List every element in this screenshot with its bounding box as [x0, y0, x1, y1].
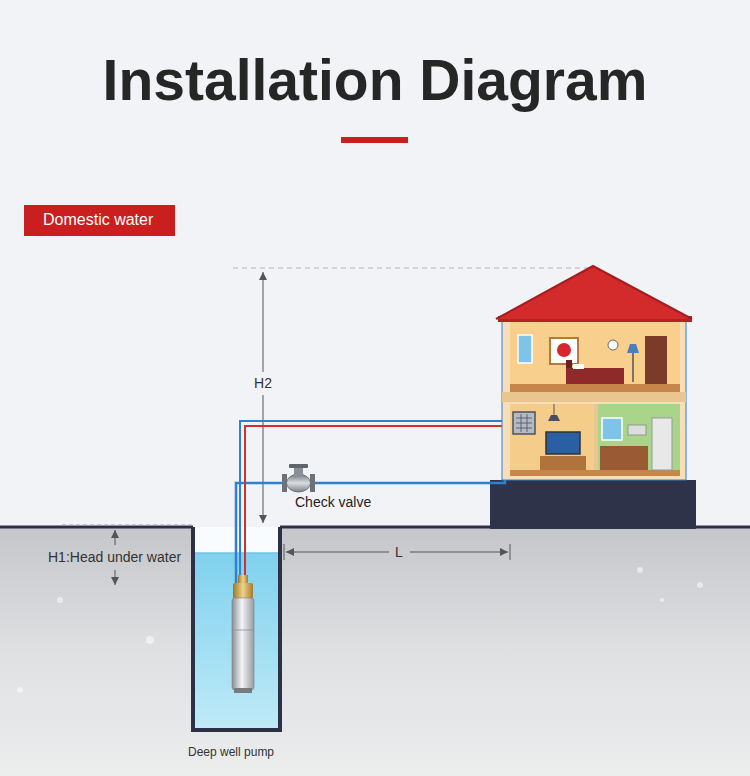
label-tag: Domestic water [24, 205, 175, 236]
splash [57, 597, 63, 603]
clock [608, 340, 618, 350]
floor-beam [502, 392, 686, 402]
dimension-tick [284, 544, 285, 560]
flower [557, 343, 571, 357]
splash [660, 598, 664, 602]
tag-text: Domestic water [43, 211, 156, 229]
floor-strip [510, 470, 680, 476]
pump-body [232, 598, 254, 690]
ceiling-lamp-cord [554, 404, 555, 416]
power-cable-red [245, 426, 513, 588]
bedroom [510, 322, 680, 392]
check-valve-body [287, 474, 311, 492]
house-foundation [490, 480, 696, 529]
roof [496, 266, 692, 319]
bed [566, 368, 624, 384]
part-name: Deep well pump [188, 746, 274, 760]
power-cable-blue [240, 421, 513, 588]
pump-head [233, 583, 253, 599]
h1-dimension-line [115, 570, 116, 585]
lamp-shade [627, 344, 639, 353]
part-name: Check valve [295, 494, 371, 510]
tv-cabinet [540, 456, 586, 470]
lamp-stand [632, 352, 634, 382]
splash [697, 582, 703, 588]
roof-level-dashed-line [233, 268, 592, 269]
pillow [573, 364, 584, 369]
h2-dimension-line [263, 272, 264, 372]
roof-edge [496, 266, 692, 319]
house-wall [502, 318, 686, 480]
pump-outlet [238, 575, 248, 584]
control-box [513, 412, 535, 434]
pump-seam [232, 630, 254, 631]
fridge [652, 418, 672, 470]
l-dimension-line [410, 552, 508, 553]
splash [17, 687, 23, 693]
dimension-label: L [395, 544, 403, 560]
living-room [510, 404, 594, 476]
water-pipe [236, 318, 505, 588]
water-splashes [17, 567, 703, 693]
room-divider [594, 404, 598, 476]
wardrobe [645, 336, 667, 384]
l-dimension-line [286, 552, 389, 553]
pump-bottom-cap [234, 688, 252, 693]
h2-dimension-line [263, 395, 264, 523]
dimension-label: H1:Head under water [48, 549, 181, 565]
ground-level-dashed-line [62, 525, 192, 526]
splash [146, 636, 154, 644]
title-underline [341, 137, 408, 143]
control-box-grid [516, 414, 532, 432]
ground [0, 527, 750, 776]
picture-frame [550, 338, 578, 364]
splash [637, 567, 643, 573]
page-title: Installation Diagram [103, 52, 648, 109]
window [518, 335, 532, 363]
valve-bonnet [294, 468, 303, 476]
window [602, 418, 622, 440]
ceiling-lamp [548, 415, 560, 421]
television [546, 432, 580, 454]
kitchen [598, 404, 680, 476]
dimension-label: H2 [254, 375, 272, 391]
h1-dimension-line [115, 530, 116, 545]
floor-strip [510, 384, 680, 392]
valve-cap [289, 464, 308, 468]
kitchen-counter [600, 446, 648, 470]
dimension-tick [510, 544, 511, 560]
microwave [628, 425, 646, 435]
